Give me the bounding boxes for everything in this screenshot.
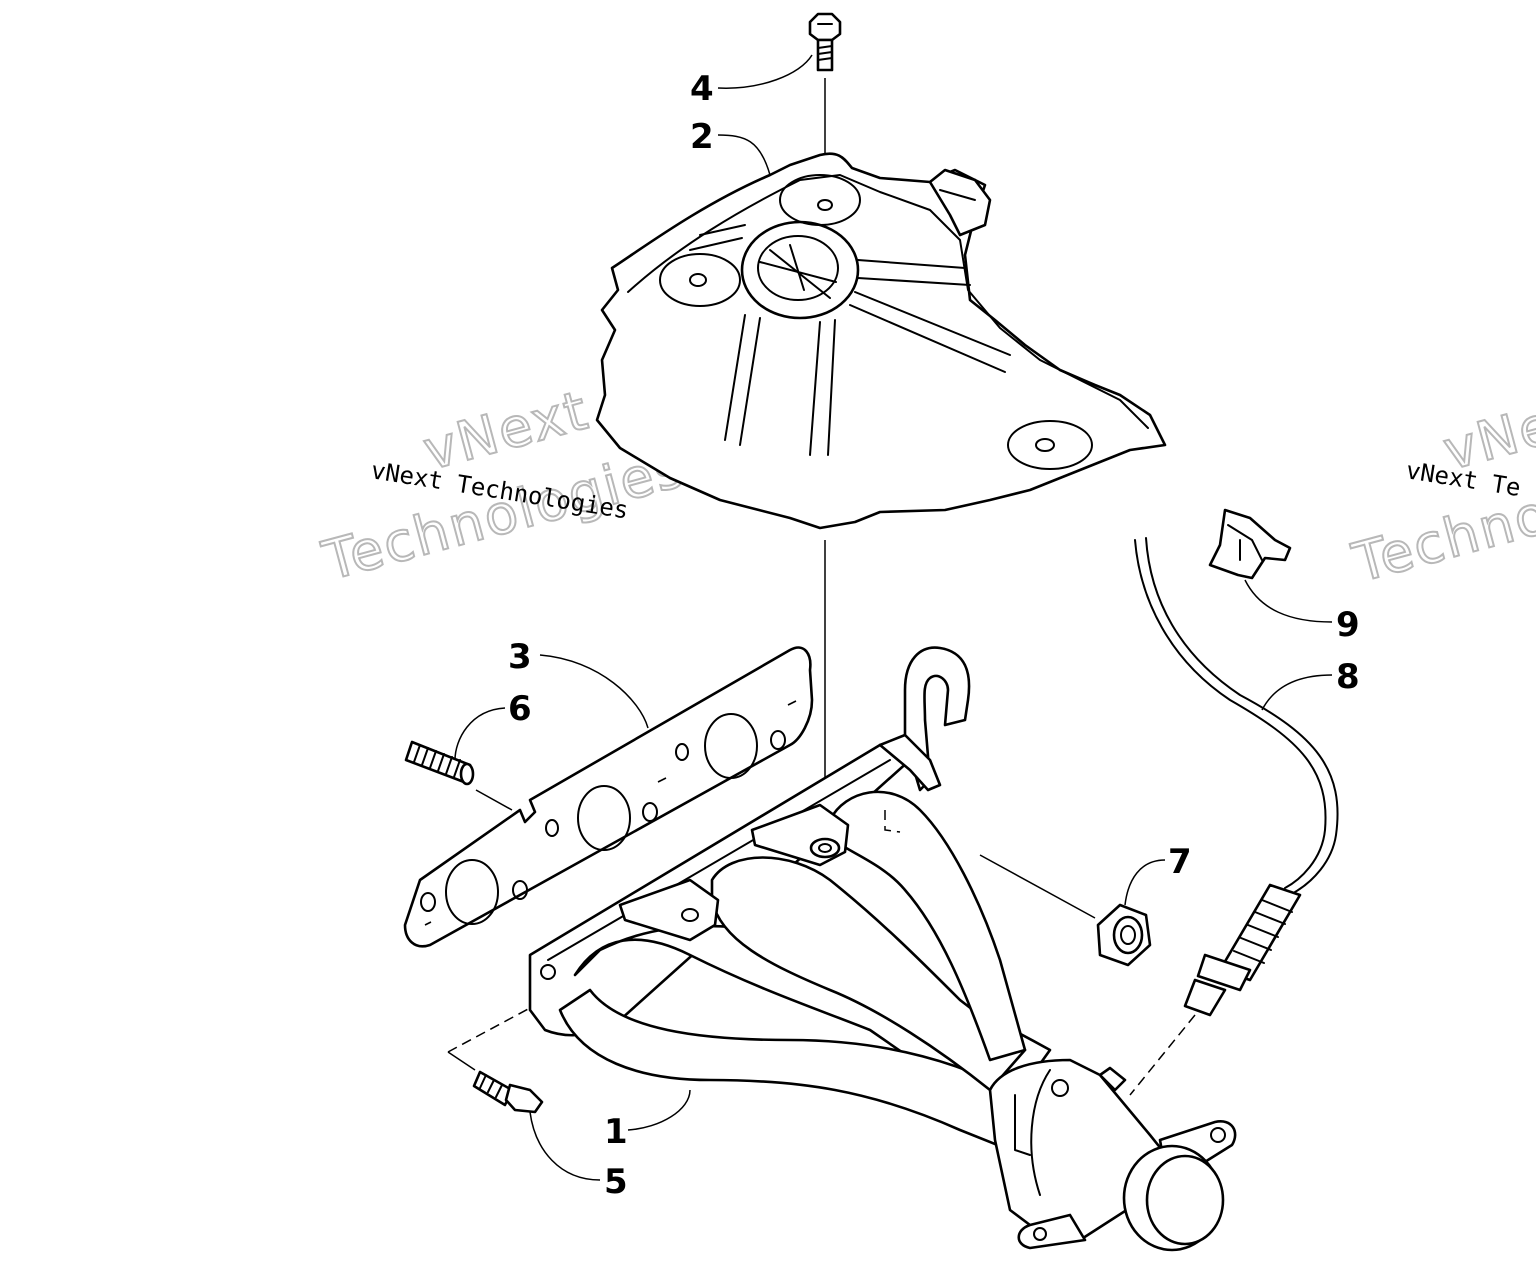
leader-9: [1244, 579, 1333, 623]
callout-9: 9: [1336, 605, 1360, 645]
bolt-5-axis-line: [447, 1007, 531, 1053]
callout-2: 2: [690, 117, 714, 157]
part-9-clip: [1208, 508, 1292, 580]
leader-7: [1124, 859, 1166, 906]
leader-6: [454, 707, 506, 761]
callout-5: 5: [604, 1162, 628, 1202]
callout-6: 6: [508, 689, 532, 729]
part-5-bolt: [472, 1070, 544, 1114]
callout-4: 4: [690, 69, 714, 109]
callout-8: 8: [1336, 657, 1360, 697]
bolt-5-axis-tail: [447, 1051, 476, 1071]
callout-7: 7: [1168, 842, 1192, 882]
leader-3: [539, 654, 649, 729]
leader-2: [717, 134, 771, 176]
part-2-heat-shield: [595, 152, 1167, 530]
stud-axis-line: [475, 789, 513, 811]
leader-5: [529, 1111, 601, 1181]
part-3-gasket: [403, 646, 814, 948]
nut-7-axis-line: [979, 854, 1096, 919]
part-4-bolt: [808, 12, 842, 72]
callout-3: 3: [508, 637, 532, 677]
leader-1: [627, 1089, 691, 1131]
stud-hidden-line: [884, 810, 901, 833]
part-6-stud: [404, 740, 475, 786]
leader-8: [1261, 674, 1333, 711]
leader-4: [717, 54, 813, 89]
part-7-nut: [1096, 903, 1152, 967]
callout-1: 1: [604, 1112, 628, 1152]
sensor-axis-line: [1129, 1014, 1196, 1096]
part-8-oxygen-sensor: [1134, 537, 1339, 1017]
watermark-right: vNe Techno vNext Te: [1345, 392, 1536, 596]
part-1-exhaust-manifold: [528, 646, 1237, 1252]
